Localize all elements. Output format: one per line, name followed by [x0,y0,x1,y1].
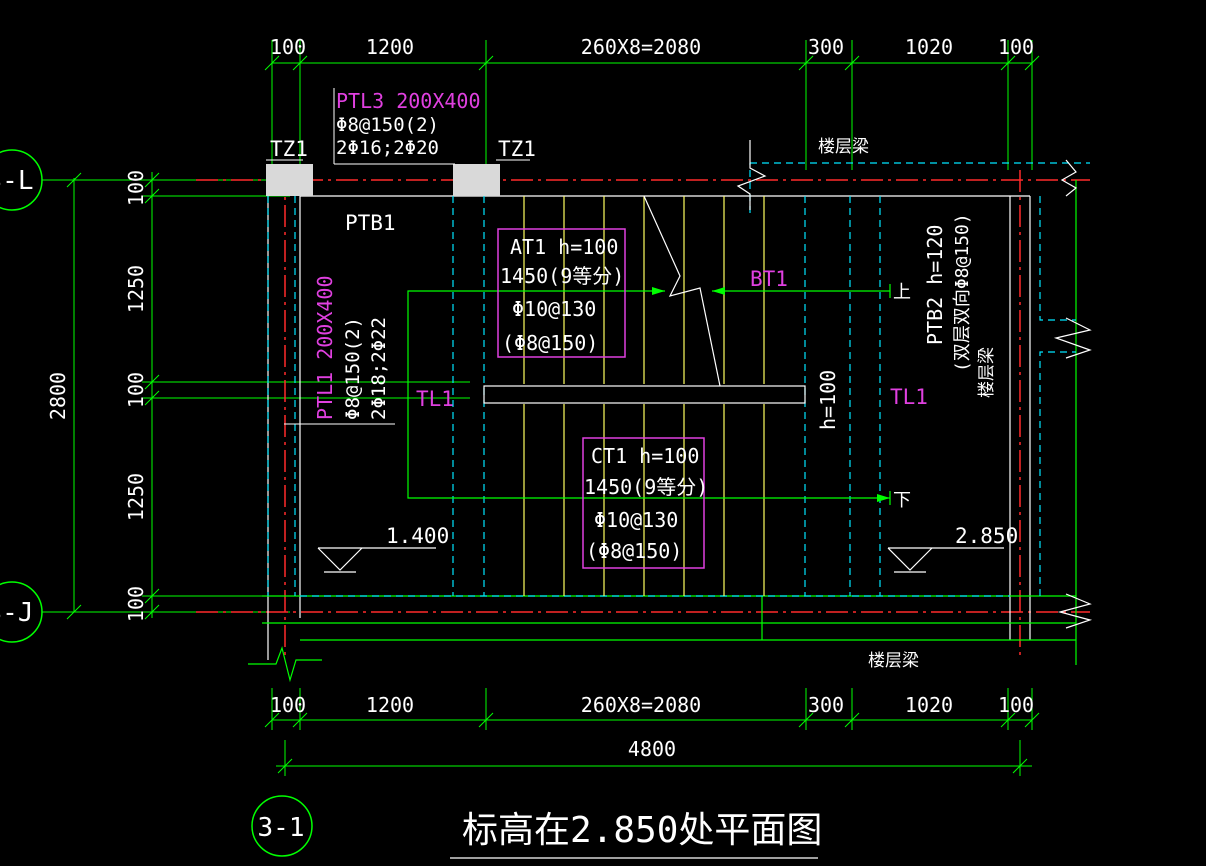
ptb2-label: PTB2 h=120 [923,225,947,345]
tz1-label-left: TZ1 [270,137,308,161]
break-lines [736,140,1093,629]
arrow-head-up [652,287,665,295]
column-tz1-left [266,164,313,196]
bottom-dim-2: 1200 [366,693,414,717]
top-dim-5: 1020 [905,35,953,59]
ptl1-label: PTL1 200X400 [313,276,337,421]
ptl3-longitudinal: 2Φ16;2Φ20 [336,137,439,159]
top-dimension-chain [264,40,1040,170]
left-dim-3: 100 [124,372,148,408]
bottom-dimension-chain [264,688,1040,776]
elevation-value-left: 1.400 [386,524,449,548]
tz1-label-right: TZ1 [498,137,536,161]
lower-flight-treads [523,404,765,596]
h100-label: h=100 [816,370,840,430]
tl1-label-right: TL1 [890,385,928,409]
ptb2-rebar: (双层双向Φ8@150) [952,213,973,372]
ct1-rebar-dist: (Φ8@150) [586,539,682,563]
arrow-head-right [712,287,725,295]
ptl3-leader [333,88,455,165]
ptl3-label: PTL3 200X400 [336,89,481,113]
axis-bubble-top: 3-L [0,149,43,211]
bt1-label: BT1 [750,267,788,291]
axis-bubble-bottom: 3-J [0,581,43,643]
top-dim-6: 100 [998,35,1034,59]
floor-beam-label-bottom: 楼层梁 [868,651,919,671]
elevation-mark-left [317,547,436,573]
top-dim-1: 100 [270,35,306,59]
ct1-rebar-main: Φ10@130 [594,508,678,532]
floor-beam-label-right: 楼层梁 [977,347,997,398]
floor-beam-label-top: 楼层梁 [818,137,869,157]
bottom-dim-total: 4800 [628,737,676,761]
ptl1-longitudinal: 2Φ18;2Φ22 [368,317,390,420]
drawing-title: 标高在2.850处平面图 [462,810,822,851]
left-dim-1: 100 [124,170,148,206]
upper-flight-treads [523,196,765,384]
bottom-dim-4: 300 [808,693,844,717]
ptl1-stirrups: Φ8@150(2) [342,317,364,420]
tl1-label-left: TL1 [416,387,454,411]
bottom-dim-6: 100 [998,693,1034,717]
ptl3-stirrups: Φ8@150(2) [336,114,439,136]
section-cut-line [643,195,721,387]
at1-tag-box [497,228,626,358]
top-dim-2: 1200 [366,35,414,59]
up-marker: 上 [893,282,911,303]
left-dim-2: 1250 [124,265,148,313]
left-dim-4: 1250 [124,473,148,521]
left-dim-total: 2800 [46,372,70,420]
axis-lines [196,170,1090,660]
bottom-dim-3: 260X8=2080 [581,693,701,717]
at1-label: AT1 h=100 [510,235,618,259]
hidden-beams [267,162,1090,597]
elevation-value-right: 2.850 [955,524,1018,548]
left-dimension-chain [42,172,470,620]
ptb1-label: PTB1 [345,211,396,235]
at1-rebar-main: Φ10@130 [512,297,596,321]
at1-steps: 1450(9等分) [500,264,624,288]
arrow-head-down [877,494,890,502]
left-dim-5: 100 [124,586,148,622]
down-marker: 下 [893,490,911,511]
svg-text:3-J: 3-J [0,598,33,628]
svg-text:3-L: 3-L [0,166,33,196]
ct1-label: CT1 h=100 [591,444,699,468]
title-bubble: 3-1 [251,795,313,857]
elevation-mark-right [887,547,1004,573]
ct1-tag-box [582,437,705,569]
at1-rebar-dist: (Φ8@150) [502,331,598,355]
top-dim-4: 300 [808,35,844,59]
column-tz1-right [453,164,500,196]
svg-text:3-1: 3-1 [258,813,305,843]
ct1-steps: 1450(9等分) [584,475,708,499]
bottom-dim-1: 100 [270,693,306,717]
mid-landing-beam [483,385,806,404]
top-dim-3: 260X8=2080 [581,35,701,59]
walls [267,195,1031,660]
bottom-dim-5: 1020 [905,693,953,717]
